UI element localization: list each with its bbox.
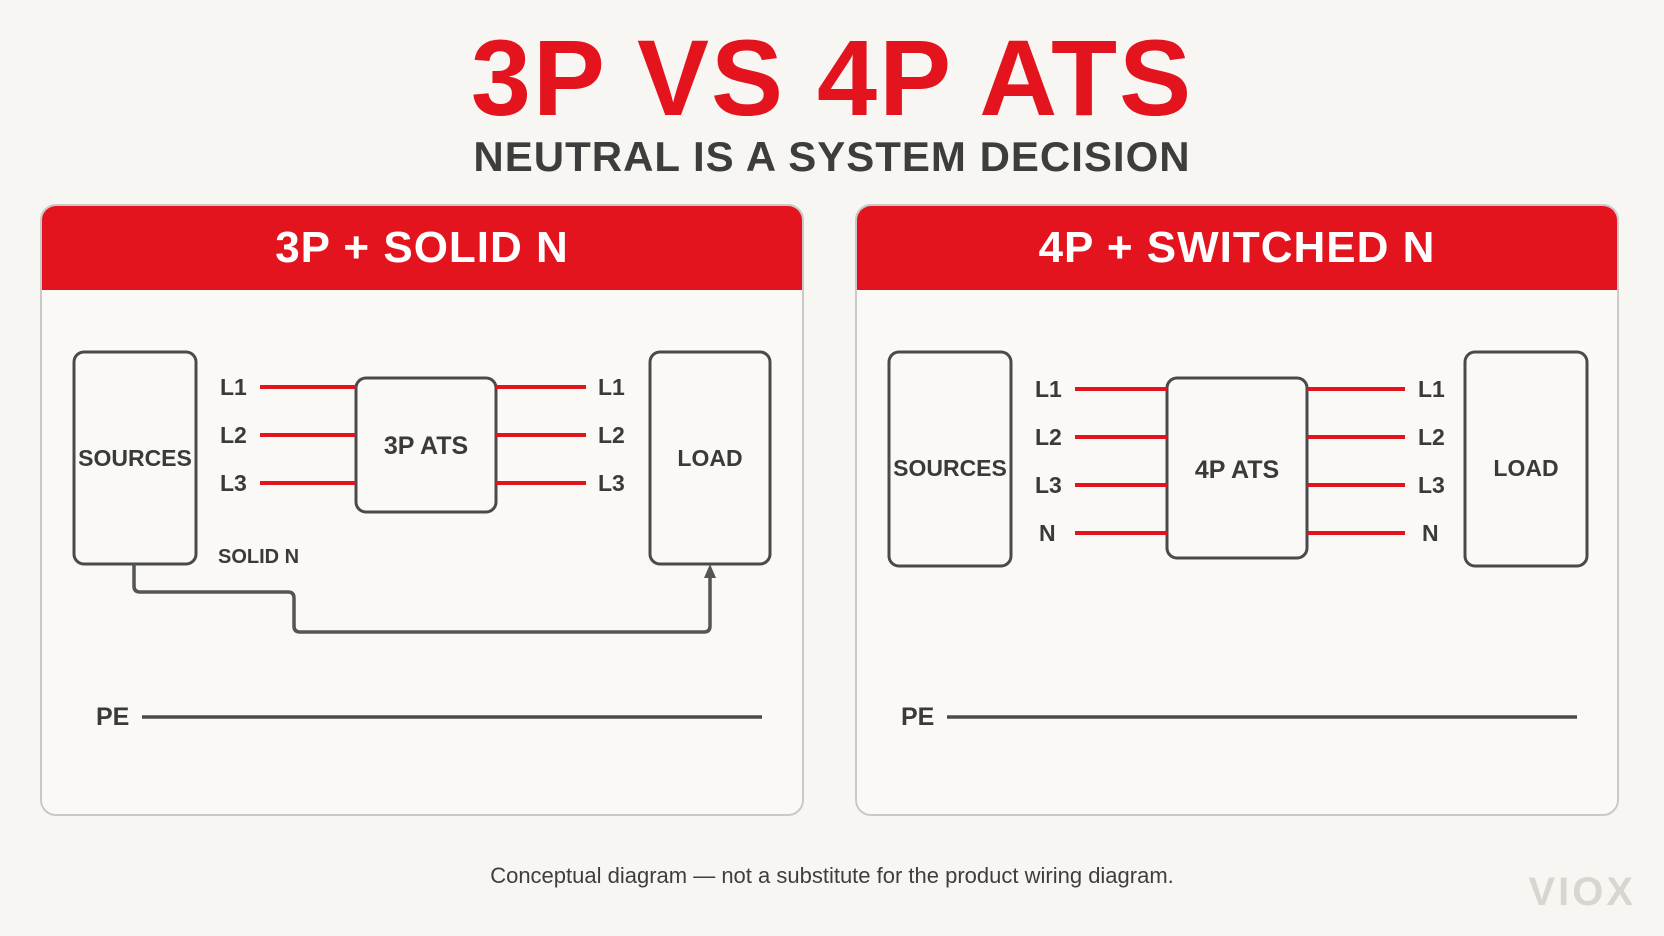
panel-3p-solid-n: 3P + SOLID N SOURCES 3P ATS LOAD L1 L2 L… <box>40 204 804 816</box>
in-label-l3: L3 <box>1035 472 1062 498</box>
ats-box <box>1165 376 1309 560</box>
panel-title-4p: 4P + SWITCHED N <box>857 206 1617 290</box>
in-label-l3: L3 <box>220 470 247 496</box>
out-label-l3: L3 <box>598 470 625 496</box>
page-title: 3P VS 4P ATS <box>470 17 1194 138</box>
solid-neutral-label: SOLID N <box>218 546 299 568</box>
in-label-l1: L1 <box>220 374 247 400</box>
sources-label: SOURCES <box>78 445 192 471</box>
neutral-arrow-head <box>704 564 716 578</box>
sources-box <box>887 350 1013 568</box>
out-label-n: N <box>1422 520 1439 546</box>
in-label-n: N <box>1039 520 1056 546</box>
load-label: LOAD <box>677 445 742 471</box>
out-label-l2: L2 <box>598 422 625 448</box>
brand-logo: VIOX <box>1528 870 1636 914</box>
diagram-4p: SOURCES 4P ATS LOAD L1 L2 L3 N L1 L2 L3 … <box>887 350 1589 731</box>
pe-label: PE <box>96 703 129 731</box>
in-label-l2: L2 <box>220 422 247 448</box>
in-label-l2: L2 <box>1035 424 1062 450</box>
in-label-l1: L1 <box>1035 376 1062 402</box>
diagram-3p: SOURCES 3P ATS LOAD L1 L2 L3 L1 L2 L3 SO… <box>72 350 772 731</box>
panel-title-3p: 3P + SOLID N <box>42 206 802 290</box>
out-label-l2: L2 <box>1418 424 1445 450</box>
ats-label: 3P ATS <box>384 432 468 460</box>
page-subtitle: NEUTRAL IS A SYSTEM DECISION <box>473 133 1191 180</box>
sources-label: SOURCES <box>893 455 1007 481</box>
panel-4p-switched-n: 4P + SWITCHED N SOURCES 4P ATS LOAD L1 L… <box>855 204 1619 816</box>
out-label-l1: L1 <box>1418 376 1445 402</box>
out-label-l1: L1 <box>598 374 625 400</box>
footnote: Conceptual diagram — not a substitute fo… <box>490 863 1174 888</box>
pe-label: PE <box>901 703 934 731</box>
solid-neutral-wire <box>132 564 712 634</box>
ats-label: 4P ATS <box>1195 456 1279 484</box>
load-label: LOAD <box>1493 455 1558 481</box>
load-box <box>1463 350 1589 568</box>
ats-box <box>354 376 498 514</box>
out-label-l3: L3 <box>1418 472 1445 498</box>
